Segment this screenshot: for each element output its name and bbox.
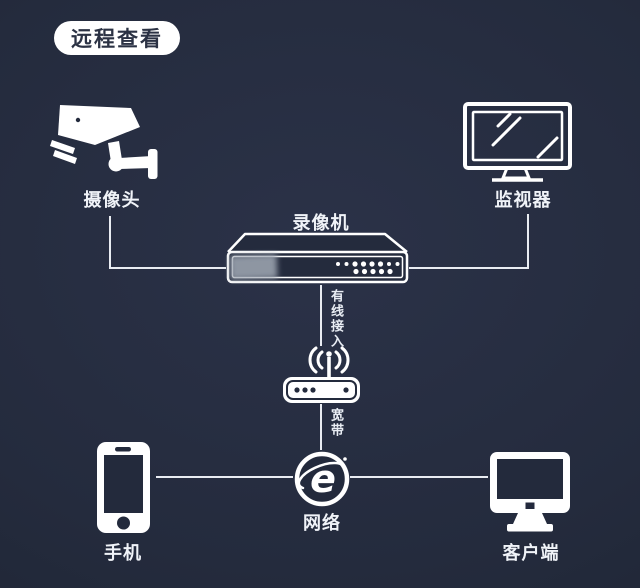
monitor-icon [463,102,572,182]
monitor-label: 监视器 [494,190,552,211]
phone-label: 手机 [104,543,142,564]
network-label: 网络 [303,513,341,534]
internet-explorer-icon: e [294,451,350,507]
wifi-router-icon [283,346,360,403]
cctv-camera-icon [50,105,158,179]
recorder-label: 录像机 [292,213,350,234]
smartphone-icon [97,442,150,533]
client-label: 客户端 [502,543,560,564]
broadband-label: 宽带 [328,408,343,438]
wired-access-label: 有线接入 [328,289,343,349]
dvr-recorder-icon [226,232,409,284]
title-badge: 远程查看 [54,21,180,55]
desktop-computer-icon [490,452,570,532]
title-badge-label: 远程查看 [71,27,163,51]
camera-label: 摄像头 [83,190,141,211]
